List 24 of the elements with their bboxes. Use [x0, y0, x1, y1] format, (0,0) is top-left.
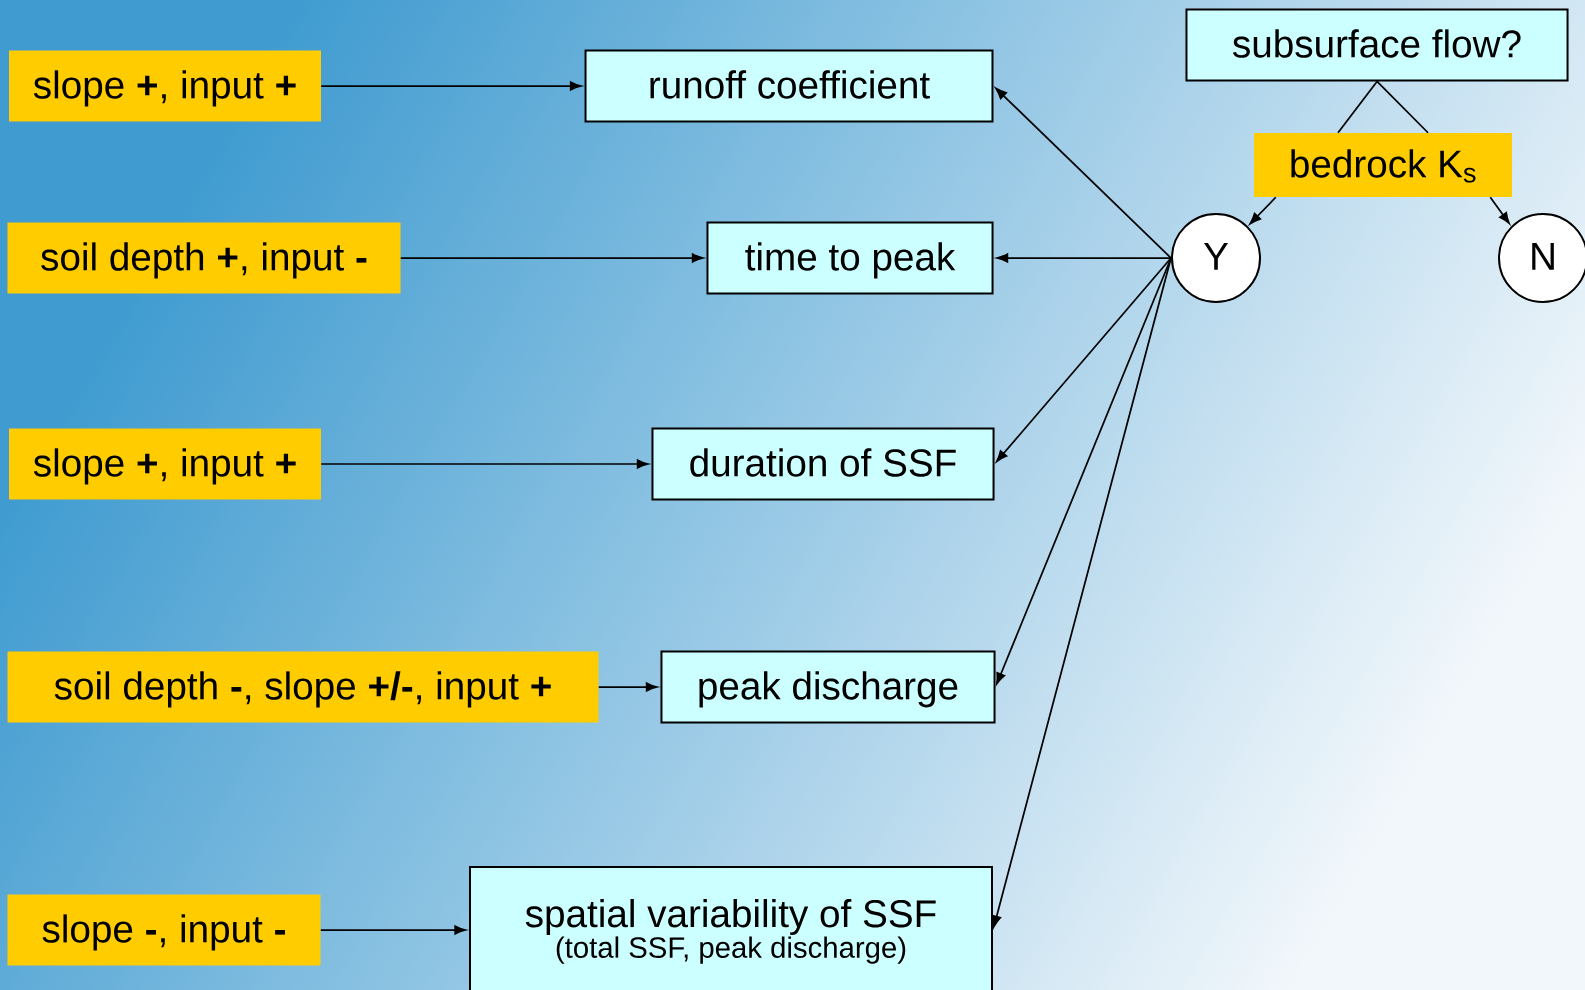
factor-box: slope +, input +: [9, 50, 321, 122]
process-box: duration of SSF: [651, 427, 995, 501]
process-box: peak discharge: [660, 650, 996, 724]
arrow: [1489, 196, 1510, 225]
factor-box: soil depth +, input -: [7, 222, 401, 294]
arrow: [319, 925, 467, 935]
arrow: [996, 257, 1172, 685]
arrow: [399, 253, 704, 263]
process-box: time to peak: [706, 221, 994, 295]
arrow: [597, 682, 658, 692]
factor-box: slope +, input +: [9, 428, 321, 500]
arrow: [995, 87, 1172, 259]
arrow: [996, 257, 1172, 463]
factor-box: bedrock K$_{s}$: [1254, 133, 1512, 197]
arrow: [1249, 196, 1277, 225]
process-box: subsurface flow?: [1185, 8, 1569, 82]
arrow: [320, 459, 649, 469]
arrow: [320, 81, 582, 91]
factor-box: slope -, input -: [7, 894, 321, 966]
process-box: runoff coefficient: [584, 49, 994, 123]
factor-box: soil depth -, slope +/-, input +: [7, 651, 599, 723]
arrow: [991, 257, 1172, 928]
arrow: [996, 253, 1172, 263]
process-box: spatial variability of SSF (total SSF, peak discharge): [469, 866, 993, 990]
